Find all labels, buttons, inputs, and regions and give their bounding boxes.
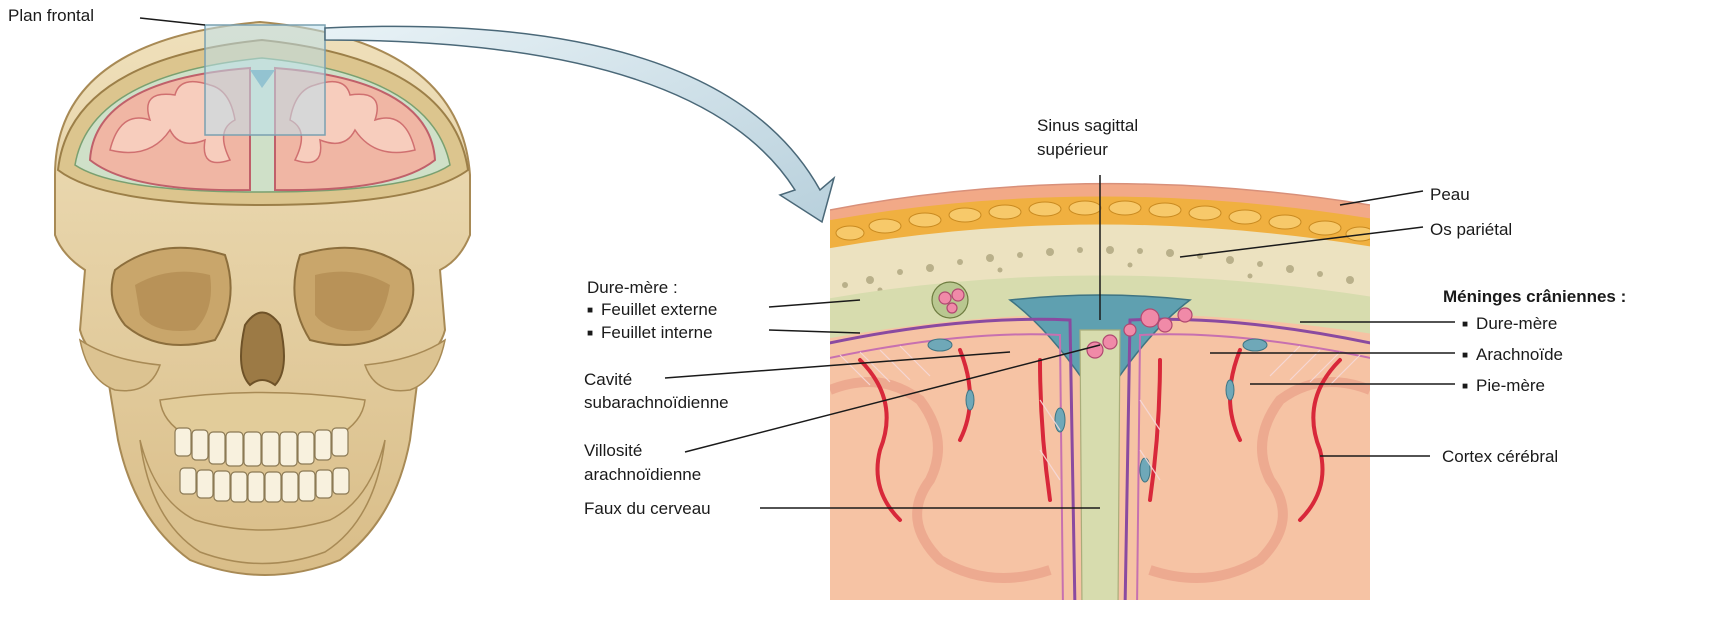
label-cavite-line2: subarachnoïdienne: [584, 393, 729, 413]
leader-plan-frontal: [140, 18, 205, 25]
label-plan-frontal: Plan frontal: [8, 6, 94, 26]
label-villosite-line1: Villosité: [584, 441, 642, 461]
label-sinus-line1: Sinus sagittal: [1037, 116, 1138, 136]
label-meninges-heading: Méninges crâniennes :: [1443, 287, 1626, 307]
label-sinus-line2: supérieur: [1037, 140, 1108, 160]
label-villosite-line2: arachnoïdienne: [584, 465, 701, 485]
label-pie-mere: Pie-mère: [1462, 376, 1545, 399]
label-cavite-line1: Cavité: [584, 370, 632, 390]
label-arachnoide: Arachnoïde: [1462, 345, 1563, 368]
skull: [55, 22, 470, 575]
label-cortex-cerebral: Cortex cérébral: [1442, 447, 1558, 467]
label-peau: Peau: [1430, 185, 1470, 205]
label-dure-mere-heading: Dure-mère :: [587, 278, 678, 298]
label-os-parietal: Os pariétal: [1430, 220, 1512, 240]
label-feuillet-interne: Feuillet interne: [587, 323, 713, 346]
label-feuillet-externe: Feuillet externe: [587, 300, 717, 323]
label-dure-mere: Dure-mère: [1462, 314, 1557, 337]
label-faux-du-cerveau: Faux du cerveau: [584, 499, 711, 519]
